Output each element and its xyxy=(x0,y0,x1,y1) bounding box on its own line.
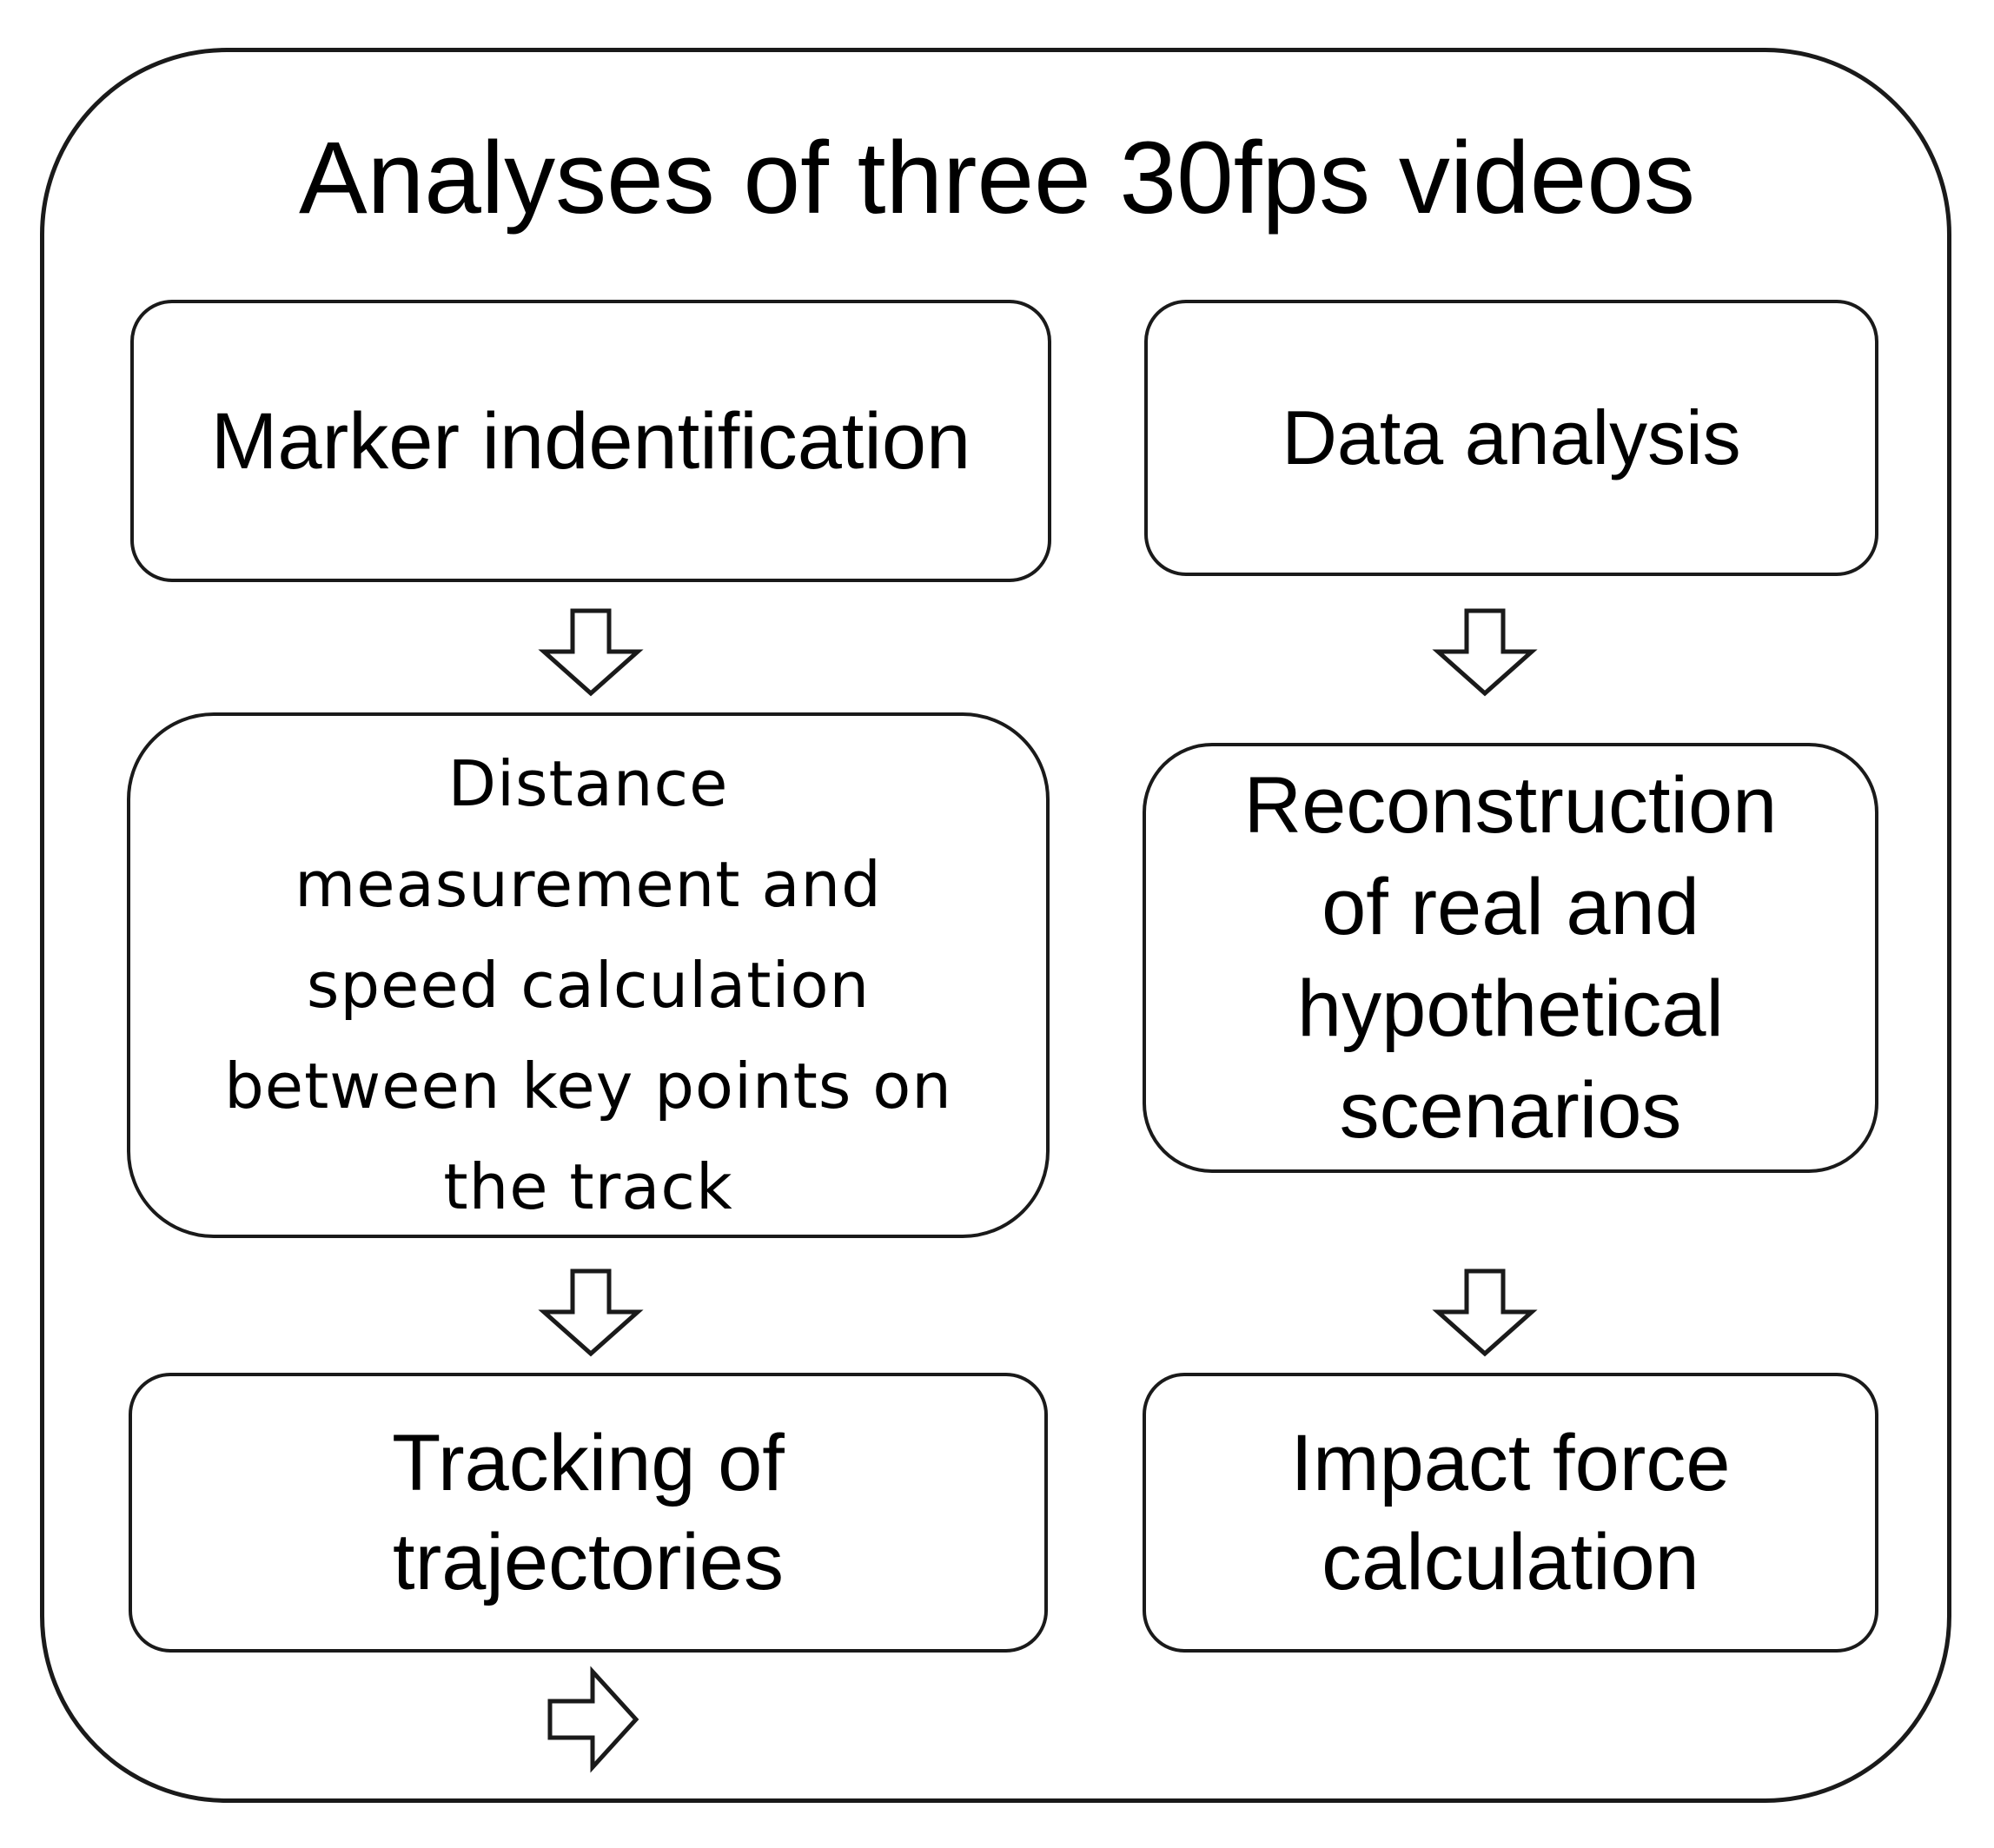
arrow-down-icon xyxy=(538,1268,644,1357)
diagram-title: Analyses of three 30fps videos xyxy=(298,121,1696,235)
box-distance-speed: Distance measurement and speed calculati… xyxy=(127,712,1050,1238)
arrow-down-icon xyxy=(1432,608,1538,697)
box-reconstruction-scenarios: Reconstruction of real and hypothetical … xyxy=(1143,743,1878,1173)
box-tracking-trajectories: Tracking of trajectories xyxy=(129,1373,1048,1653)
box-tracking-trajectories-label: Tracking of trajectories xyxy=(392,1419,785,1606)
box-marker-identification: Marker indentification xyxy=(130,300,1051,582)
box-marker-identification-label: Marker indentification xyxy=(210,396,971,486)
arrow-right-icon xyxy=(547,1666,639,1773)
box-data-analysis: Data analysis xyxy=(1144,300,1878,576)
arrow-down-icon xyxy=(1432,1268,1538,1357)
box-reconstruction-scenarios-label: Reconstruction of real and hypothetical … xyxy=(1243,760,1778,1155)
box-impact-force: Impact force calculation xyxy=(1143,1373,1878,1653)
box-impact-force-label: Impact force calculation xyxy=(1290,1419,1731,1606)
box-data-analysis-label: Data analysis xyxy=(1282,394,1741,480)
box-distance-speed-label: Distance measurement and speed calculati… xyxy=(224,747,952,1223)
arrow-down-icon xyxy=(538,608,644,697)
